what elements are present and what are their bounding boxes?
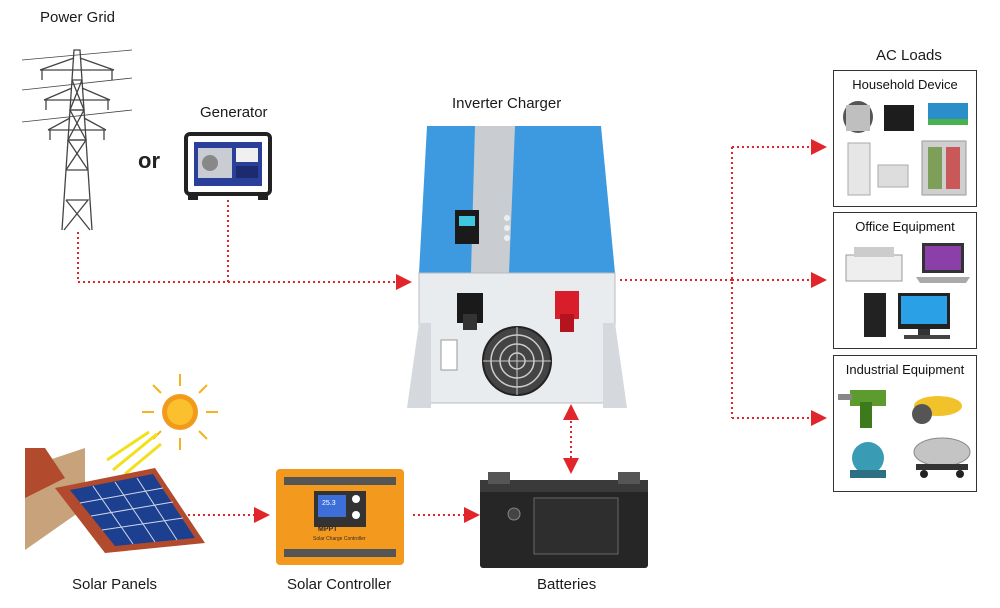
- sun-icon: [142, 374, 218, 450]
- batteries-label: Batteries: [537, 576, 597, 593]
- industrial-equipment-box: Industrial Equipment: [833, 355, 977, 492]
- industrial-equipment-title: Industrial Equipment: [845, 362, 965, 377]
- battery-icon: [480, 472, 648, 568]
- office-equipment-title: Office Equipment: [855, 219, 955, 234]
- generator-label: Generator: [200, 104, 268, 121]
- solar-panel-roof-icon: [25, 448, 205, 553]
- household-device-title: Household Device: [852, 77, 958, 92]
- generator-icon: [184, 132, 272, 200]
- household-appliances-icon: [843, 101, 968, 196]
- inverter-charger-icon: [407, 126, 627, 408]
- solar-panels-label: Solar Panels: [72, 576, 158, 593]
- or-label: or: [138, 148, 160, 173]
- solar-controller-icon: [276, 469, 404, 565]
- power-tower-icon: [22, 49, 132, 231]
- office-equipment-box: Office Equipment: [833, 212, 977, 349]
- power-grid-label: Power Grid: [40, 9, 116, 26]
- solar-controller-label: Solar Controller: [287, 576, 392, 593]
- ac-loads-label: AC Loads: [876, 47, 942, 64]
- grid-to-inverter-line: [77, 232, 412, 290]
- inverter-charger-label: Inverter Charger: [452, 95, 562, 112]
- controller-brand-text: MPPT: [318, 526, 338, 533]
- controller-caption-text: Solar Charge Controller: [313, 536, 366, 542]
- office-devices-icon: [845, 243, 970, 339]
- industrial-tools-icon: [838, 390, 971, 478]
- sun-rays-icon: [106, 430, 162, 475]
- household-device-box: Household Device: [833, 70, 977, 207]
- controller-reading-text: 25.3: [322, 500, 336, 507]
